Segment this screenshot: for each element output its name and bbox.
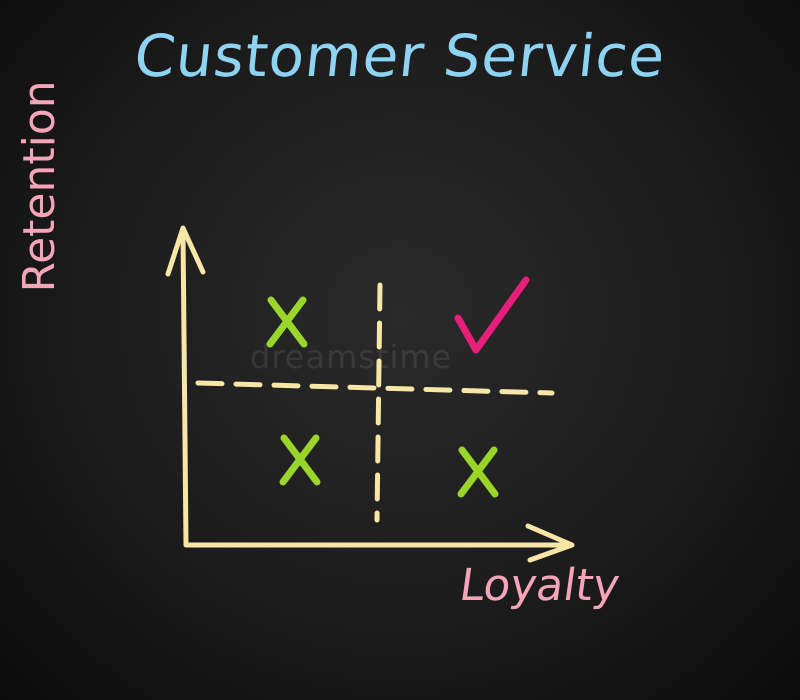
quadrant-top-left-cross-mark — [266, 296, 308, 348]
quadrant-top-right-check-mark — [454, 276, 530, 354]
x-axis-arrowhead — [525, 523, 575, 563]
quadrant-bottom-left-cross-mark — [279, 434, 321, 486]
quadrant-bottom-right-cross-mark — [457, 446, 499, 498]
vertical-divider — [374, 282, 383, 523]
y-axis-arrowhead — [165, 225, 206, 277]
horizontal-divider — [195, 380, 555, 396]
y-axis-line — [180, 229, 189, 548]
watermark: dreamstime — [250, 338, 453, 376]
